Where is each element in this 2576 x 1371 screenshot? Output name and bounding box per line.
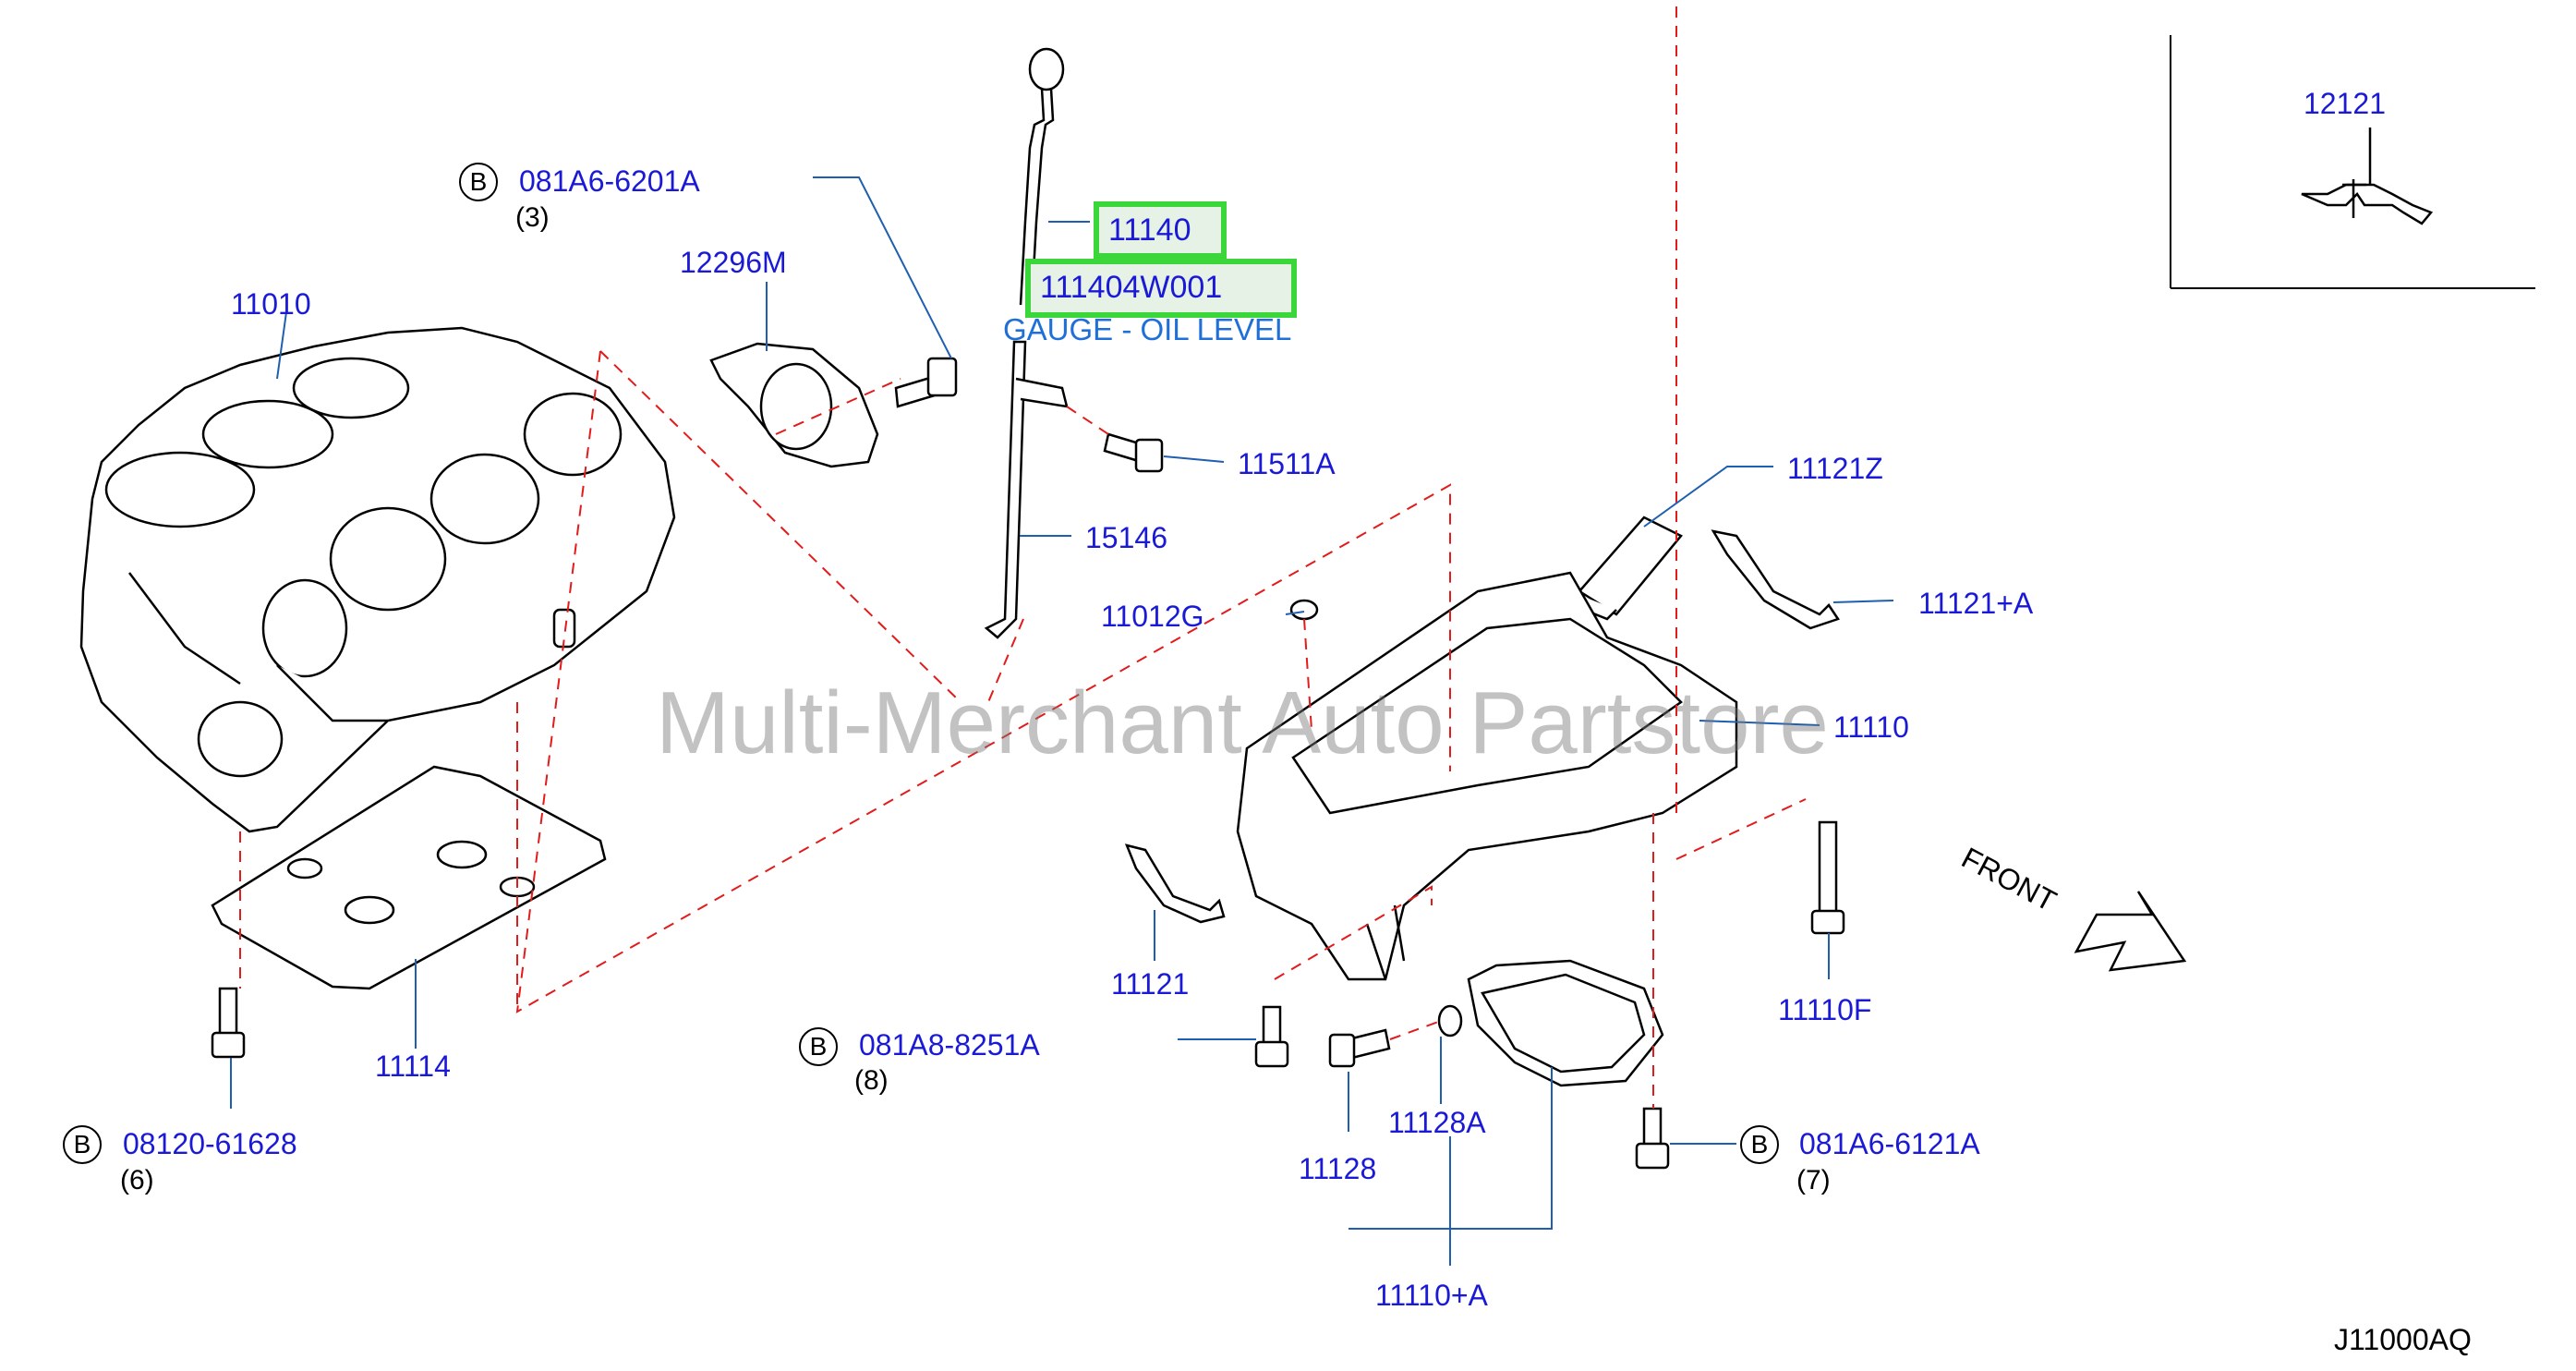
catalog-number: 111404W001	[1040, 270, 1223, 305]
part-label-12296m[interactable]: 12296M	[680, 246, 787, 279]
bolt-081a6-6201a	[894, 357, 958, 408]
part-label-11128a[interactable]: 11128A	[1388, 1106, 1486, 1139]
part-description: GAUGE - OIL LEVEL	[1003, 312, 1292, 346]
bolt-081a8-8251a	[1254, 1005, 1289, 1068]
seal-retainer-12296m	[709, 342, 879, 468]
bolt-ref-08120-61628[interactable]: 08120-61628	[123, 1127, 297, 1160]
part-label-11110[interactable]: 11110	[1833, 710, 1909, 744]
watermark: Multi-Merchant Auto Partstore	[656, 673, 1829, 772]
part-label-11511a[interactable]: 11511A	[1238, 447, 1336, 480]
bracket-12121	[2301, 127, 2434, 225]
dipstick-tube-15146	[984, 340, 1069, 639]
part-label-11128[interactable]: 11128	[1299, 1152, 1377, 1185]
part-label-11121z[interactable]: 11121Z	[1787, 452, 1883, 485]
part-label-11110f[interactable]: 11110F	[1778, 993, 1872, 1026]
part-label-11010[interactable]: 11010	[231, 287, 311, 321]
bolt-qty-4: (7)	[1796, 1165, 1831, 1195]
oil-pan-11110	[1236, 571, 1738, 981]
bolt-08120-61628	[211, 987, 246, 1059]
drain-plug-11128	[1328, 1028, 1391, 1068]
seal-11121a	[1711, 529, 1840, 630]
bolt-ref-081a6-6121a[interactable]: 081A6-6121A	[1799, 1127, 1980, 1160]
bolt-11511a	[1103, 432, 1164, 473]
part-label-11110a[interactable]: 11110+A	[1375, 1279, 1488, 1312]
highlight-part-number[interactable]: 11140	[1094, 201, 1227, 259]
lower-pan-11110a	[1467, 959, 1664, 1087]
part-label-15146[interactable]: 15146	[1085, 521, 1167, 554]
bolt-qty-3: (6)	[120, 1165, 154, 1195]
bolt-badge-3: B	[63, 1125, 102, 1164]
bolt-ref-081a6-6201a[interactable]: 081A6-6201A	[519, 164, 700, 198]
part-label-11121a[interactable]: 11121+A	[1918, 587, 2034, 620]
bolt-ref-081a8-8251a[interactable]: 081A8-8251A	[859, 1028, 1040, 1062]
engine-block-11010	[79, 326, 676, 833]
bolt-11110f	[1810, 820, 1845, 935]
leader-lines	[230, 176, 1894, 1266]
bolt-qty-1: (3)	[515, 202, 550, 233]
part-label-11121[interactable]: 11121	[1111, 967, 1190, 1001]
washer-11128a	[1437, 1004, 1463, 1037]
dipstick-11140	[1019, 47, 1065, 306]
part-label-11114[interactable]: 11114	[375, 1049, 451, 1083]
plug-11012g	[1289, 599, 1319, 621]
part-label-12121[interactable]: 12121	[2304, 87, 2386, 120]
bolt-badge-4: B	[1740, 1125, 1779, 1164]
seal-11121	[1124, 843, 1226, 924]
front-arrow-icon	[2074, 891, 2187, 972]
bolt-badge-1: B	[459, 163, 498, 201]
baffle-11114	[211, 765, 607, 990]
highlight-catalog-number[interactable]: 111404W001	[1025, 259, 1297, 318]
bolt-badge-2: B	[799, 1027, 838, 1066]
bolt-qty-2: (8)	[854, 1065, 889, 1096]
bolt-081a6-6121a	[1635, 1107, 1670, 1170]
diagram-code: J11000AQ	[2334, 1323, 2472, 1356]
alignment-dashes	[239, 0, 1807, 1109]
part-number-11140: 11140	[1108, 212, 1191, 248]
part-label-11012g[interactable]: 11012G	[1101, 600, 1204, 633]
inset-frame	[2170, 35, 2535, 289]
